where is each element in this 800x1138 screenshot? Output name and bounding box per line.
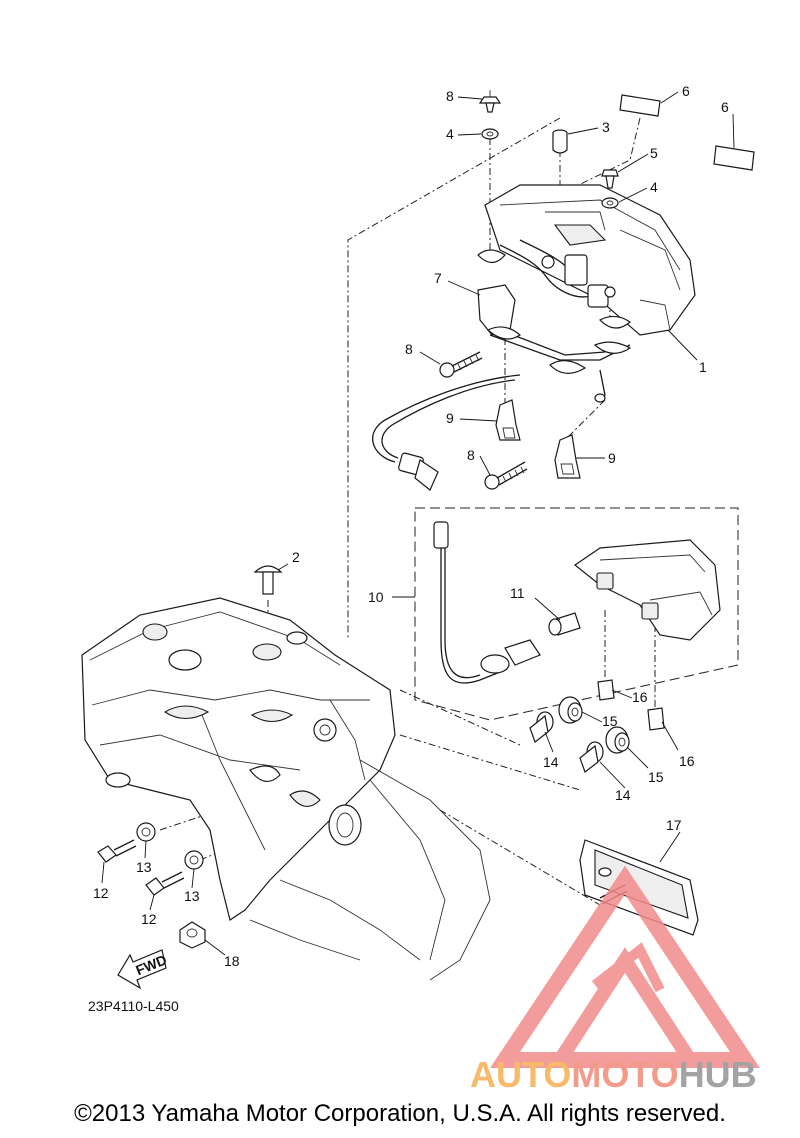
watermark-hub: HUB — [678, 1054, 757, 1095]
license-light-box — [414, 507, 739, 721]
callout-1: 1 — [699, 359, 707, 375]
callout-4: 4 — [650, 179, 658, 195]
part-6-pad-right — [713, 145, 755, 171]
part-15-grommet-right — [605, 726, 630, 754]
part-5-screw-right — [601, 169, 619, 189]
callout-16: 16 — [679, 753, 695, 769]
callout-12: 12 — [93, 885, 109, 901]
part-16-clip-left — [597, 679, 615, 701]
part-18-nut — [179, 921, 206, 949]
watermark-text: AUTOMOTOHUB — [470, 1054, 757, 1096]
callout-15: 15 — [648, 769, 664, 785]
part-8-screw-upper — [439, 351, 483, 378]
callout-3: 3 — [602, 119, 610, 135]
part-14-collar-right — [579, 741, 604, 773]
part-5-screw-left — [478, 90, 502, 113]
callout-14: 14 — [615, 787, 631, 803]
tail-light-assembly — [484, 184, 696, 336]
callout-17: 17 — [666, 817, 682, 833]
bracket — [477, 249, 632, 403]
part-12-bolt-upper — [97, 839, 137, 863]
callout-12: 12 — [141, 911, 157, 927]
callout-7: 7 — [434, 270, 442, 286]
part-8-screw-lower — [484, 461, 528, 490]
part-14-collar-left — [529, 711, 554, 743]
callout-8: 8 — [405, 341, 413, 357]
diagram-code: 23P4110-L450 — [88, 998, 179, 1014]
part-16-clip-right — [647, 707, 665, 731]
callout-6: 6 — [721, 99, 729, 115]
part-6-pad-upper — [619, 94, 661, 117]
watermark-auto: AUTO — [470, 1054, 572, 1095]
rear-fender — [81, 597, 491, 981]
callout-13: 13 — [136, 859, 152, 875]
callout-leaders — [101, 91, 735, 956]
callout-9: 9 — [608, 450, 616, 466]
part-13-washer-upper — [136, 822, 156, 842]
part-4-washer-left — [481, 128, 499, 140]
part-15-grommet-left — [558, 696, 583, 724]
callout-13: 13 — [184, 888, 200, 904]
callout-18: 18 — [224, 953, 240, 969]
callout-16: 16 — [632, 689, 648, 705]
callout-4: 4 — [446, 126, 454, 142]
callout-9: 9 — [446, 410, 454, 426]
part-13-washer-lower — [184, 850, 204, 870]
part-2-screw — [253, 565, 283, 595]
callout-8: 8 — [467, 447, 475, 463]
part-12-bolt-lower — [145, 871, 185, 896]
callout-6: 6 — [682, 83, 690, 99]
watermark-moto: MOTO — [571, 1054, 679, 1095]
part-9-clip-left — [495, 399, 521, 441]
fwd-arrow-icon: FWD — [117, 949, 169, 990]
callout-10: 10 — [368, 589, 384, 605]
callout-2: 2 — [292, 549, 300, 565]
wiring-harness-upper — [499, 239, 616, 308]
callout-15: 15 — [602, 713, 618, 729]
callout-5: 8 — [446, 88, 454, 104]
copyright-notice: ©2013 Yamaha Motor Corporation, U.S.A. A… — [74, 1100, 726, 1127]
callout-11: 11 — [510, 585, 525, 601]
callout-14: 14 — [543, 754, 559, 770]
callout-5: 5 — [650, 145, 658, 161]
lead-wire — [372, 374, 521, 491]
part-9-clip-right — [554, 434, 581, 479]
automotohub-logo — [490, 865, 760, 1068]
callout-numbers: 8 4 3 6 6 5 4 7 8 1 9 8 9 10 11 2 16 16 … — [88, 83, 729, 1014]
part-4-washer-right — [601, 197, 619, 209]
part-3-nut — [552, 129, 568, 154]
